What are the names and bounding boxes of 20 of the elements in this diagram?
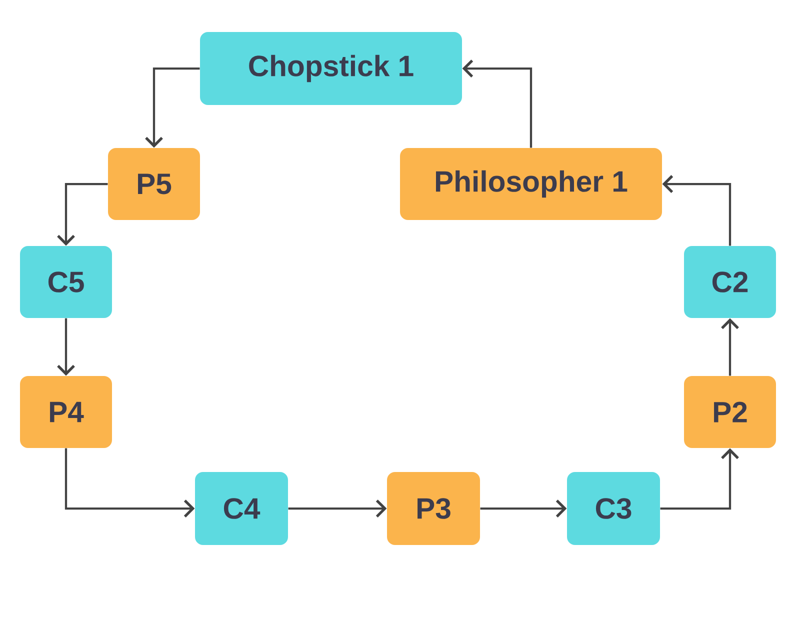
process-box: Chopstick 1: [200, 32, 462, 105]
arrow: [662, 175, 732, 246]
process-box: P3: [387, 472, 480, 545]
process-box: Philosopher 1: [400, 148, 662, 220]
arrow: [145, 67, 200, 148]
arrow: [480, 500, 567, 518]
arrow: [57, 182, 108, 246]
arrow: [462, 60, 532, 148]
process-box: C2: [684, 246, 776, 318]
process-box: C3: [567, 472, 660, 545]
arrow: [721, 318, 739, 376]
process-box: P2: [684, 376, 776, 448]
process-box: P4: [20, 376, 112, 448]
arrow: [288, 500, 387, 518]
arrow: [64, 448, 195, 518]
arrow: [57, 318, 75, 376]
process-box: C4: [195, 472, 288, 545]
process-box: P5: [108, 148, 200, 220]
arrow: [660, 448, 739, 510]
process-box: C5: [20, 246, 112, 318]
